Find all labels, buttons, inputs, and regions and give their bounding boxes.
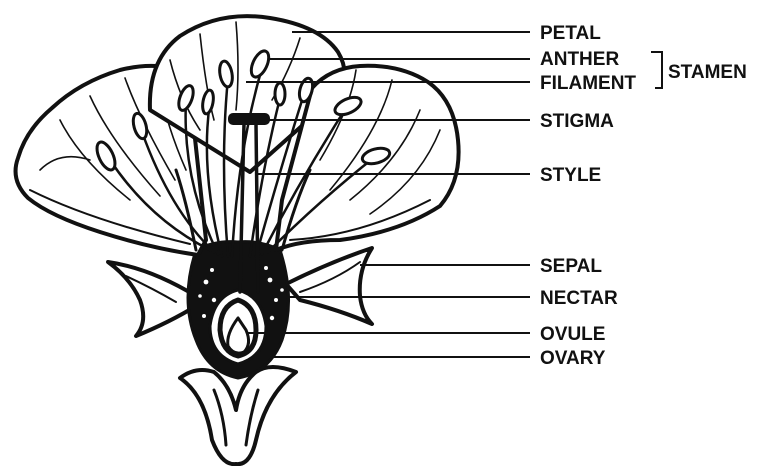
sepal-right [286,248,372,324]
pedicel [180,367,296,464]
sepal-left [108,262,196,336]
label-sepal: SEPAL [540,256,602,277]
label-ovule: OVULE [540,324,605,345]
label-stigma: STIGMA [540,111,614,132]
label-filament: FILAMENT [540,73,636,94]
label-anther: ANTHER [540,49,619,70]
label-stamen: STAMEN [668,62,747,83]
label-ovary: OVARY [540,348,606,369]
label-style: STYLE [540,165,601,186]
label-petal: PETAL [540,23,601,44]
stamen-bracket [651,52,662,88]
label-nectar: NECTAR [540,288,618,309]
